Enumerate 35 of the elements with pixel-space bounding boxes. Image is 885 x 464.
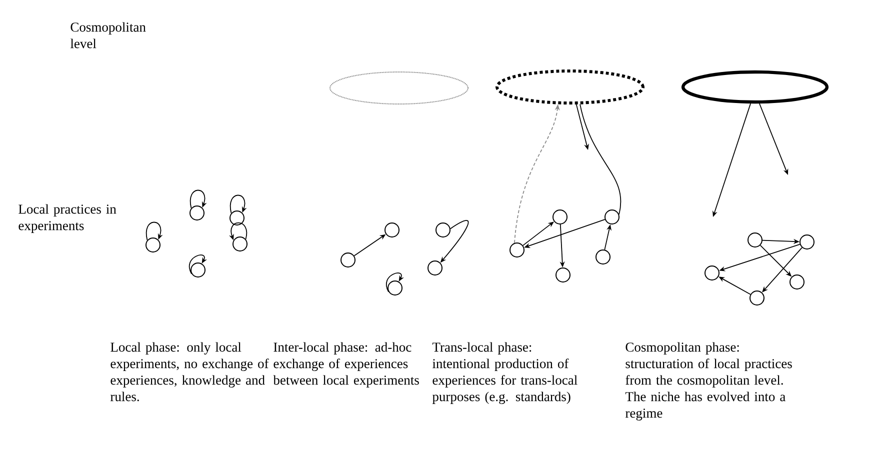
experiment-circle — [704, 266, 720, 280]
loop-arrow — [188, 254, 207, 274]
loop-arrow — [146, 222, 163, 241]
loop-arrow — [386, 272, 404, 292]
experiment-circle — [510, 242, 524, 258]
experiment-circle — [436, 222, 450, 238]
experiment-circle — [604, 210, 620, 224]
experiment-circle — [428, 260, 442, 276]
experiment-circle — [748, 232, 762, 248]
phase-caption: Inter-local phase: ad-hoc exchange of experiences between local experiments — [273, 342, 419, 388]
phase-caption: Cosmopolitan phase: structuration of local practices from the cosmopolitan level. The niche has evolved into a regime — [625, 342, 792, 420]
level-label: Local practices in experiments — [18, 204, 116, 233]
experiment-circle — [340, 252, 356, 268]
line — [580, 104, 622, 215]
loop-arrow — [230, 194, 247, 214]
level-ellipse — [681, 70, 829, 104]
level-label: Cosmopolitan level — [70, 22, 146, 48]
experiment-circle — [750, 290, 764, 306]
experiment-circle — [384, 222, 400, 238]
phase-caption: Trans-local phase: intentional production of experiences for trans-local purposes (e.g. standards) — [432, 342, 578, 404]
loop-arrow — [190, 190, 207, 209]
experiment-circle — [556, 268, 570, 282]
experiment-circle — [190, 262, 206, 278]
level-ellipse — [330, 72, 468, 104]
phase-caption: Local phase: only local experiments, no exchange of experiences, knowledge and rules. — [110, 342, 269, 402]
experiment-circle — [230, 210, 244, 226]
experiment-circle — [146, 238, 160, 252]
experiment-circle — [790, 274, 804, 290]
experiment-circle — [800, 234, 814, 250]
experiment-circle — [552, 210, 568, 224]
experiment-circle — [596, 250, 610, 264]
level-ellipse — [496, 70, 644, 104]
experiment-circle — [190, 206, 204, 220]
experiment-circle — [388, 280, 402, 296]
experiment-circle — [232, 236, 248, 252]
